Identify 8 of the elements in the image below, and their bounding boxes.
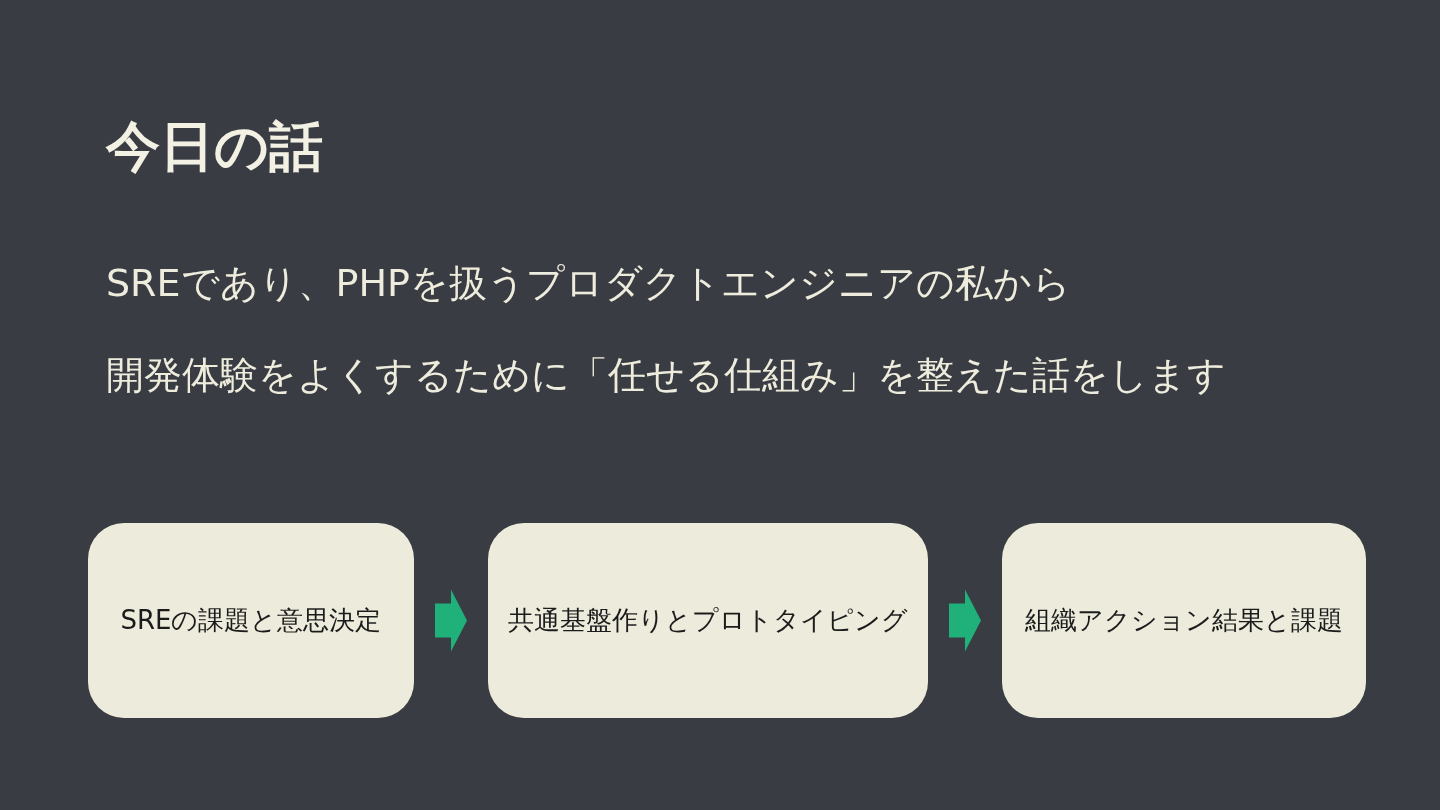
text-line: SREであり、PHPを扱うプロダクトエンジニアの私から (106, 261, 1071, 307)
process-box: 共通基盤作りとプロトタイピング (488, 523, 928, 718)
text-line: 開発体験をよくするために「任せる仕組み」を整えた話をします (106, 353, 1226, 399)
process-box: 組織アクション結果と課題 (1002, 523, 1366, 718)
title: 今日の話 (106, 115, 323, 180)
arrow (435, 589, 467, 652)
arrow (949, 589, 981, 652)
process-box: SREの課題と意思決定 (88, 523, 414, 718)
